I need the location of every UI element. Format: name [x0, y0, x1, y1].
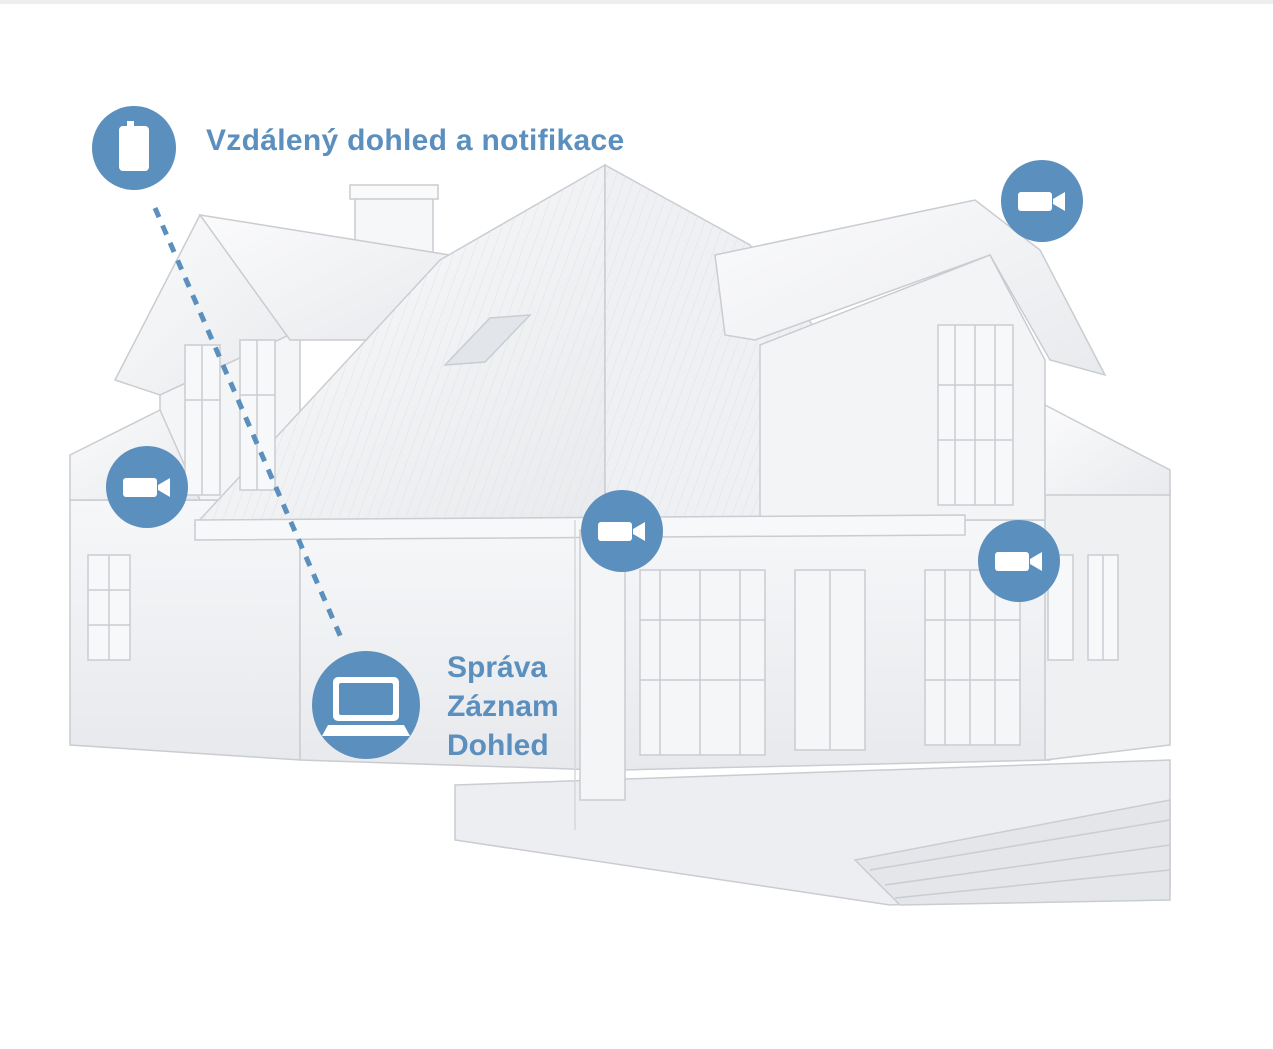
connection-dashed-line — [152, 207, 345, 641]
upper-left-windows — [184, 339, 276, 496]
mobile-phone-icon — [119, 121, 149, 171]
remote-monitoring-label: Vzdálený dohled a notifikace — [206, 124, 625, 157]
video-camera-icon — [1018, 192, 1065, 211]
video-camera-icon — [598, 522, 645, 541]
far-right-roof — [1044, 403, 1171, 496]
top-border — [0, 0, 1273, 4]
management-label: Správa — [447, 651, 548, 684]
far-right-window — [1047, 554, 1119, 661]
skylight — [443, 314, 532, 366]
control-labels: Správa Záznam Dohled — [447, 648, 559, 765]
house-illustration — [69, 163, 1171, 906]
main-roof-left-tiles — [195, 165, 605, 525]
patio-doors — [639, 569, 1021, 756]
camera-badge-center — [581, 490, 663, 572]
laptop-badge — [312, 651, 420, 759]
laptop-icon — [322, 677, 410, 736]
surveillance-label: Dohled — [447, 729, 549, 762]
right-gable-roof — [714, 199, 1107, 377]
camera-badge-top-right — [1001, 160, 1083, 242]
video-camera-icon — [123, 478, 170, 497]
eave — [194, 514, 966, 541]
camera-badge-right — [978, 520, 1060, 602]
video-camera-icon — [995, 552, 1042, 571]
lower-left-window — [87, 554, 131, 661]
camera-badge-left — [106, 446, 188, 528]
upper-right-window — [937, 324, 1014, 506]
recording-label: Záznam — [447, 690, 559, 723]
phone-badge — [92, 106, 176, 190]
